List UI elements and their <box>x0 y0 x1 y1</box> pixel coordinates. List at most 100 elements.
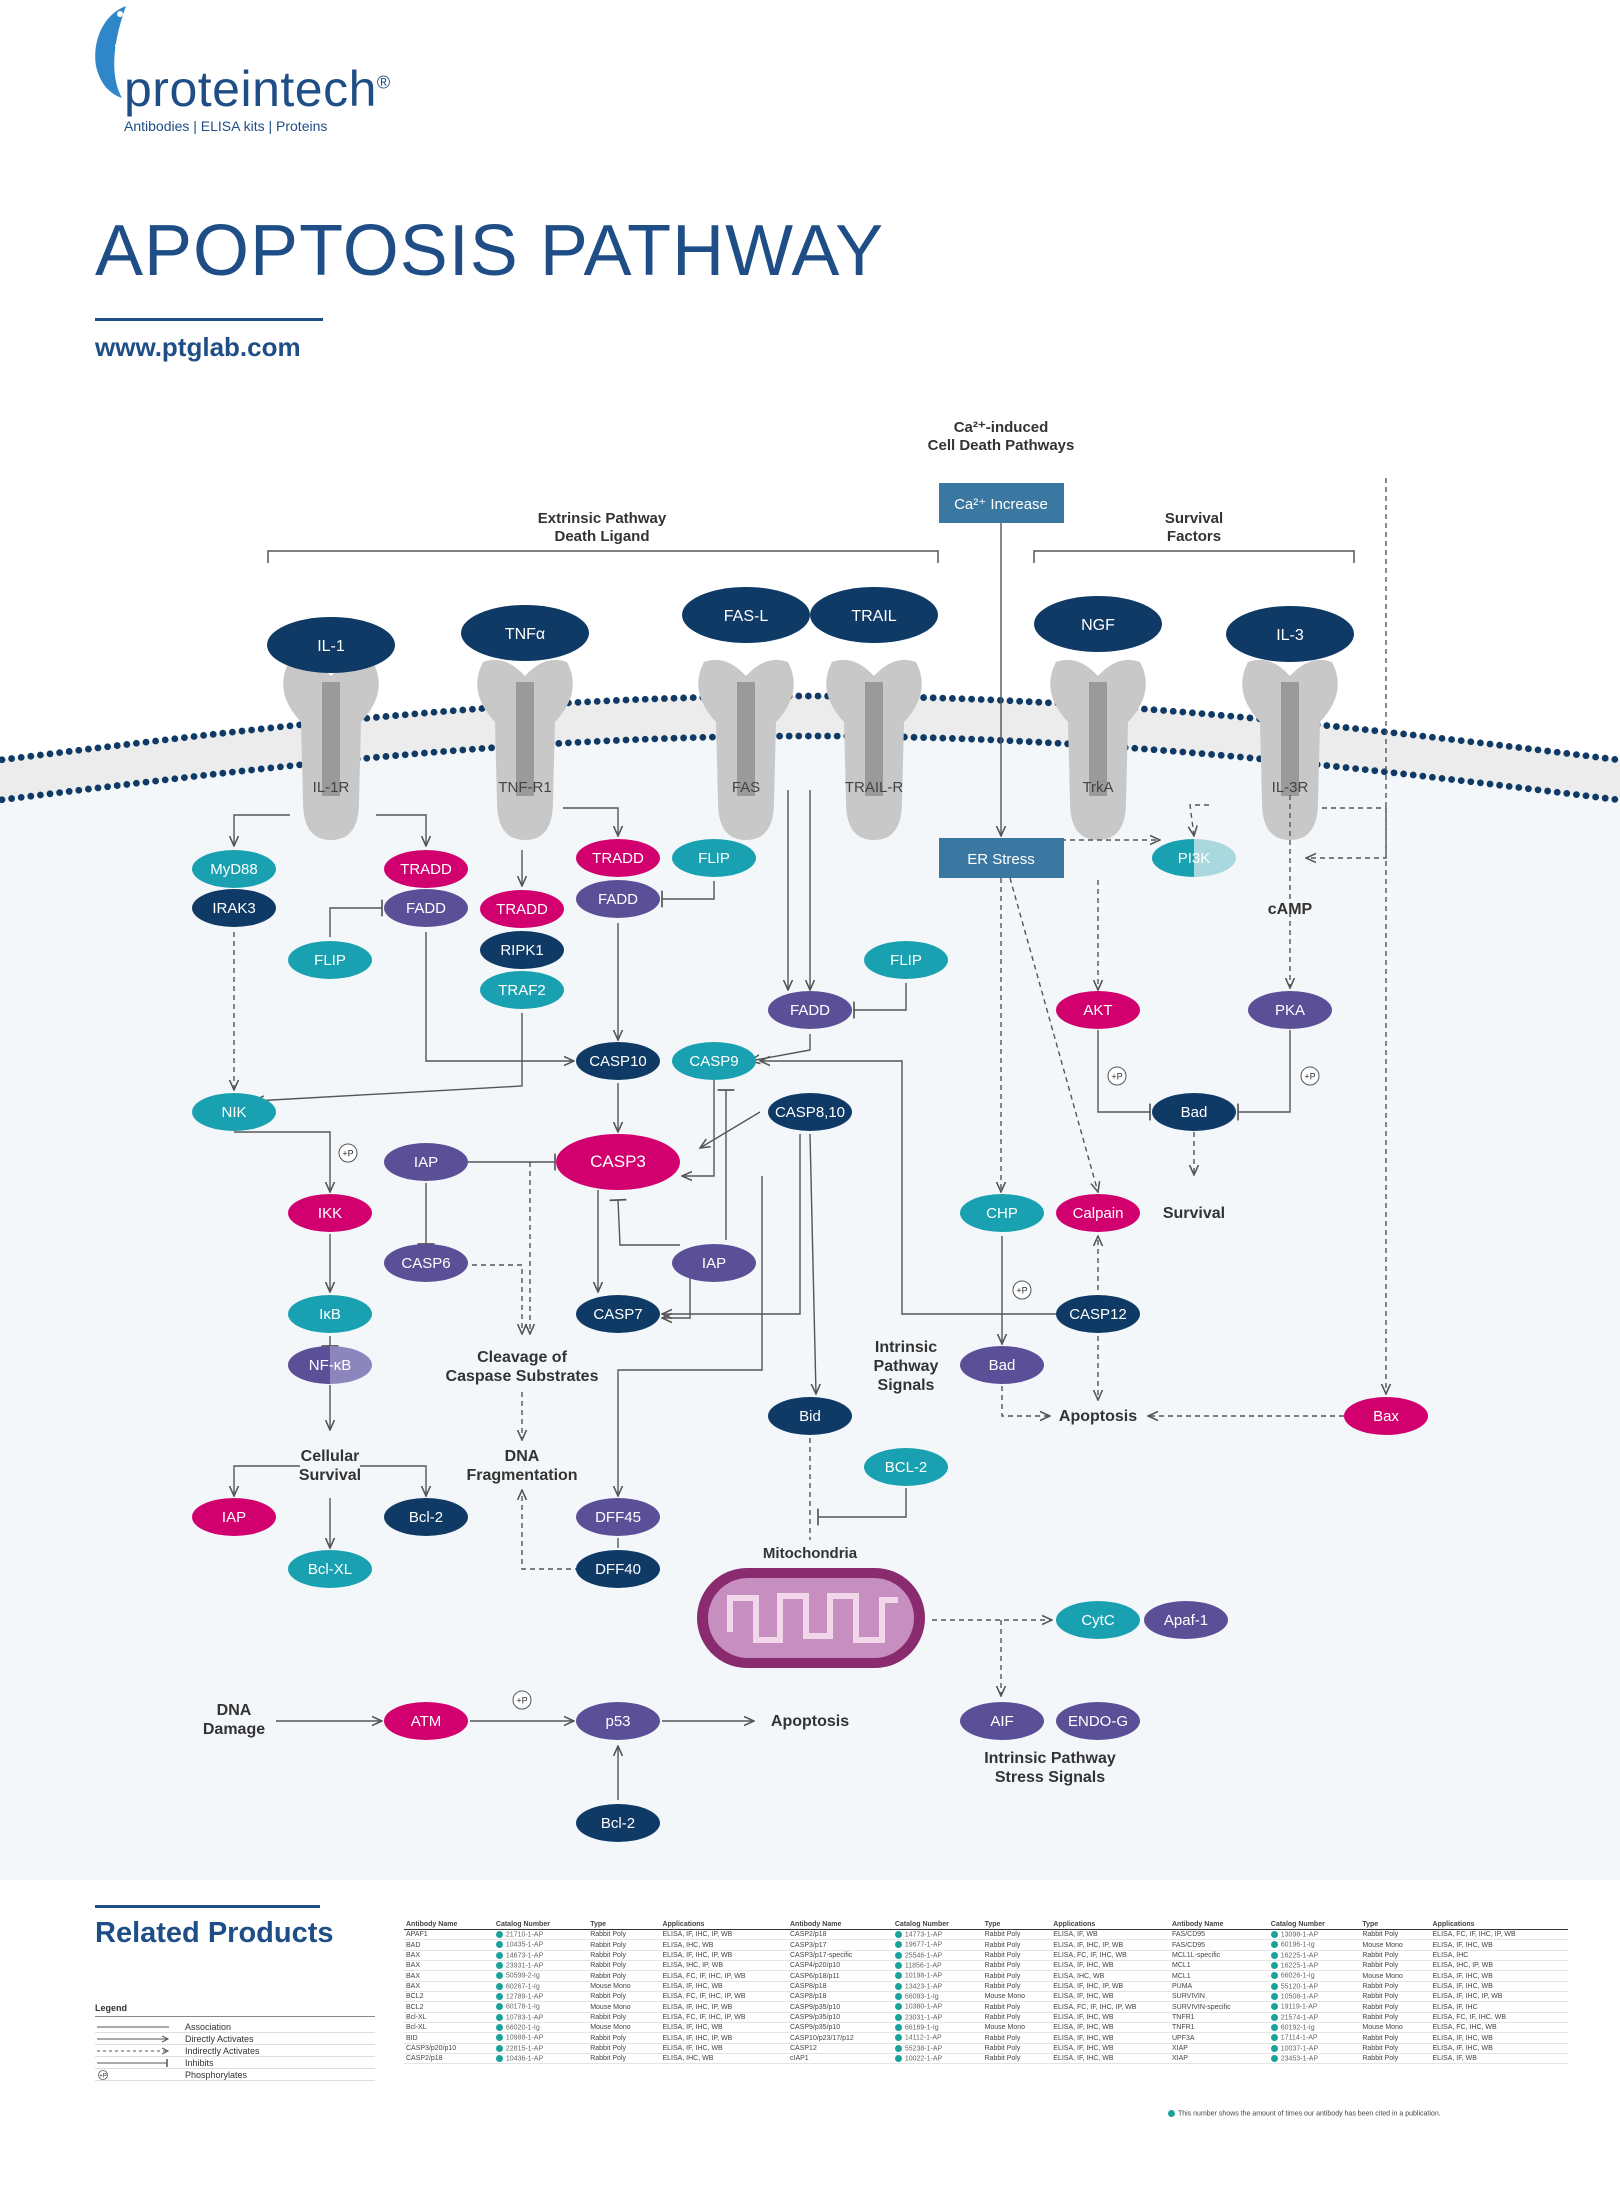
node-iap[interactable]: IAP <box>384 1143 468 1181</box>
node-calpain[interactable]: Calpain <box>1056 1194 1140 1232</box>
node-chp[interactable]: CHP <box>960 1194 1044 1232</box>
node-tradd[interactable]: TRADD <box>576 839 660 877</box>
node-nik[interactable]: NIK <box>192 1093 276 1131</box>
node-casp9[interactable]: CASP9 <box>672 1042 756 1080</box>
node-bid[interactable]: Bid <box>768 1397 852 1435</box>
node-fadd[interactable]: FADD <box>384 889 468 927</box>
node-akt[interactable]: AKT <box>1056 991 1140 1029</box>
node-flip[interactable]: FLIP <box>288 941 372 979</box>
node-bad[interactable]: Bad <box>960 1346 1044 1384</box>
node-atm[interactable]: ATM <box>384 1702 468 1740</box>
node-tradd[interactable]: TRADD <box>384 850 468 888</box>
node-myd88[interactable]: MyD88 <box>192 850 276 888</box>
node-nf-b[interactable]: NF-κB <box>288 1346 372 1384</box>
node-bad[interactable]: Bad <box>1152 1093 1236 1131</box>
node-endo-g[interactable]: ENDO-G <box>1056 1702 1140 1740</box>
node-bcl-2[interactable]: Bcl-2 <box>384 1498 468 1536</box>
node-cytc[interactable]: CytC <box>1056 1601 1140 1639</box>
node-p53[interactable]: p53 <box>576 1702 660 1740</box>
node-ripk1[interactable]: RIPK1 <box>480 931 564 969</box>
receptor-trka[interactable]: TrkA <box>1050 659 1146 840</box>
node-dff40[interactable]: DFF40 <box>576 1550 660 1588</box>
node-ikk[interactable]: IKK <box>288 1194 372 1232</box>
node-fadd[interactable]: FADD <box>768 991 852 1029</box>
node-flip[interactable]: FLIP <box>672 839 756 877</box>
website-link[interactable]: www.ptglab.com <box>95 332 301 362</box>
node-bcl-2[interactable]: Bcl-2 <box>576 1804 660 1842</box>
ligand-tnf[interactable]: TNFα <box>461 605 589 661</box>
node-bcl-xl[interactable]: Bcl-XL <box>288 1550 372 1588</box>
node-casp6[interactable]: CASP6 <box>384 1244 468 1282</box>
ligand-il-1[interactable]: IL-1 <box>267 617 395 673</box>
node-pi3k[interactable]: PI3K <box>1152 839 1236 877</box>
node-casp10[interactable]: CASP10 <box>576 1042 660 1080</box>
receptor-il-3r[interactable]: IL-3R <box>1242 659 1338 840</box>
ligand-il-3[interactable]: IL-3 <box>1226 606 1354 662</box>
node-flip[interactable]: FLIP <box>864 941 948 979</box>
receptor-fas[interactable]: FAS <box>698 659 794 840</box>
node-dff45[interactable]: DFF45 <box>576 1498 660 1536</box>
er-stress-box[interactable]: ER Stress <box>939 838 1064 878</box>
receptor-tnf-r1[interactable]: TNF-R1 <box>477 659 573 840</box>
node-casp12[interactable]: CASP12 <box>1056 1295 1140 1333</box>
ligand-fas-l[interactable]: FAS-L <box>682 587 810 643</box>
node-irak3[interactable]: IRAK3 <box>192 889 276 927</box>
node-iap[interactable]: IAP <box>672 1244 756 1282</box>
node-bax[interactable]: Bax <box>1344 1397 1428 1435</box>
node-i-b[interactable]: IκB <box>288 1295 372 1333</box>
ca-increase-box[interactable]: Ca²⁺ Increase <box>939 483 1064 523</box>
node-casp7[interactable]: CASP7 <box>576 1295 660 1333</box>
node-casp3[interactable]: CASP3 <box>556 1134 680 1190</box>
ligand-trail[interactable]: TRAIL <box>810 587 938 643</box>
node-apaf-1[interactable]: Apaf-1 <box>1144 1601 1228 1639</box>
node-casp8-10[interactable]: CASP8,10 <box>768 1093 852 1131</box>
node-fadd[interactable]: FADD <box>576 880 660 918</box>
receptor-trail-r[interactable]: TRAIL-R <box>826 659 922 840</box>
node-iap[interactable]: IAP <box>192 1498 276 1536</box>
ligand-ngf[interactable]: NGF <box>1034 596 1162 652</box>
node-pka[interactable]: PKA <box>1248 991 1332 1029</box>
node-aif[interactable]: AIF <box>960 1702 1044 1740</box>
node-tradd[interactable]: TRADD <box>480 890 564 928</box>
node-traf2[interactable]: TRAF2 <box>480 971 564 1009</box>
receptor-il-1r[interactable]: IL-1R <box>283 659 379 840</box>
